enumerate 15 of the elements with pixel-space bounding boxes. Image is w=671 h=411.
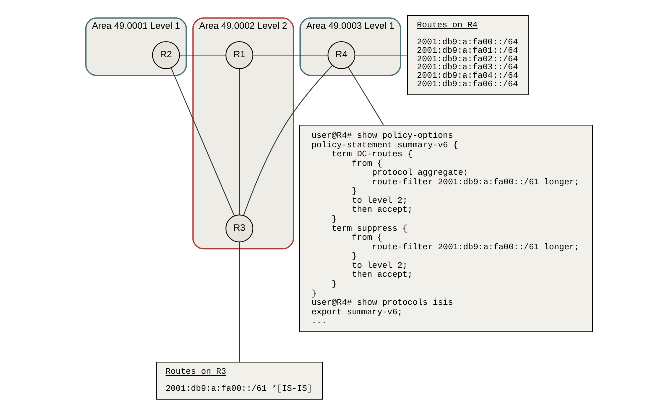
node-box: user@R4# show policy-options policy-statement summary-v6 { term DC-routes { from { protocol aggregate; route-filter 2001:db9:a:fa00::/61 longer; } to level 2; then accept; } term suppress { from { route-filter 2001:db9:a:fa00::/61 longer; } to level 2; then accept; } } user@R4# show protocols isis export summary-v6; ... [299,124,593,332]
node-circle: R2 [152,41,180,70]
connector [347,66,384,126]
node-circle: R3 [225,214,254,243]
connector [179,54,226,56]
connector [170,68,234,216]
connector [354,54,408,56]
node-circle: R4 [327,41,356,70]
node-circle: R1 [225,41,254,70]
connector [242,65,332,216]
connector [238,68,240,216]
connector [238,242,240,363]
node-box: Routes on R3 2001:db9:a:fa00::/61 *[IS-IS] [156,362,323,400]
connector [252,54,328,56]
node-box: Routes on R4 2001:db9:a:fa00::/64 2001:db9:a:fa01::/64 2001:db9:a:fa02::/64 2001:db9:a:fa03::/64 2001:db9:a:fa04::/64 2001:db9:a:fa06::/64 [406,15,528,96]
